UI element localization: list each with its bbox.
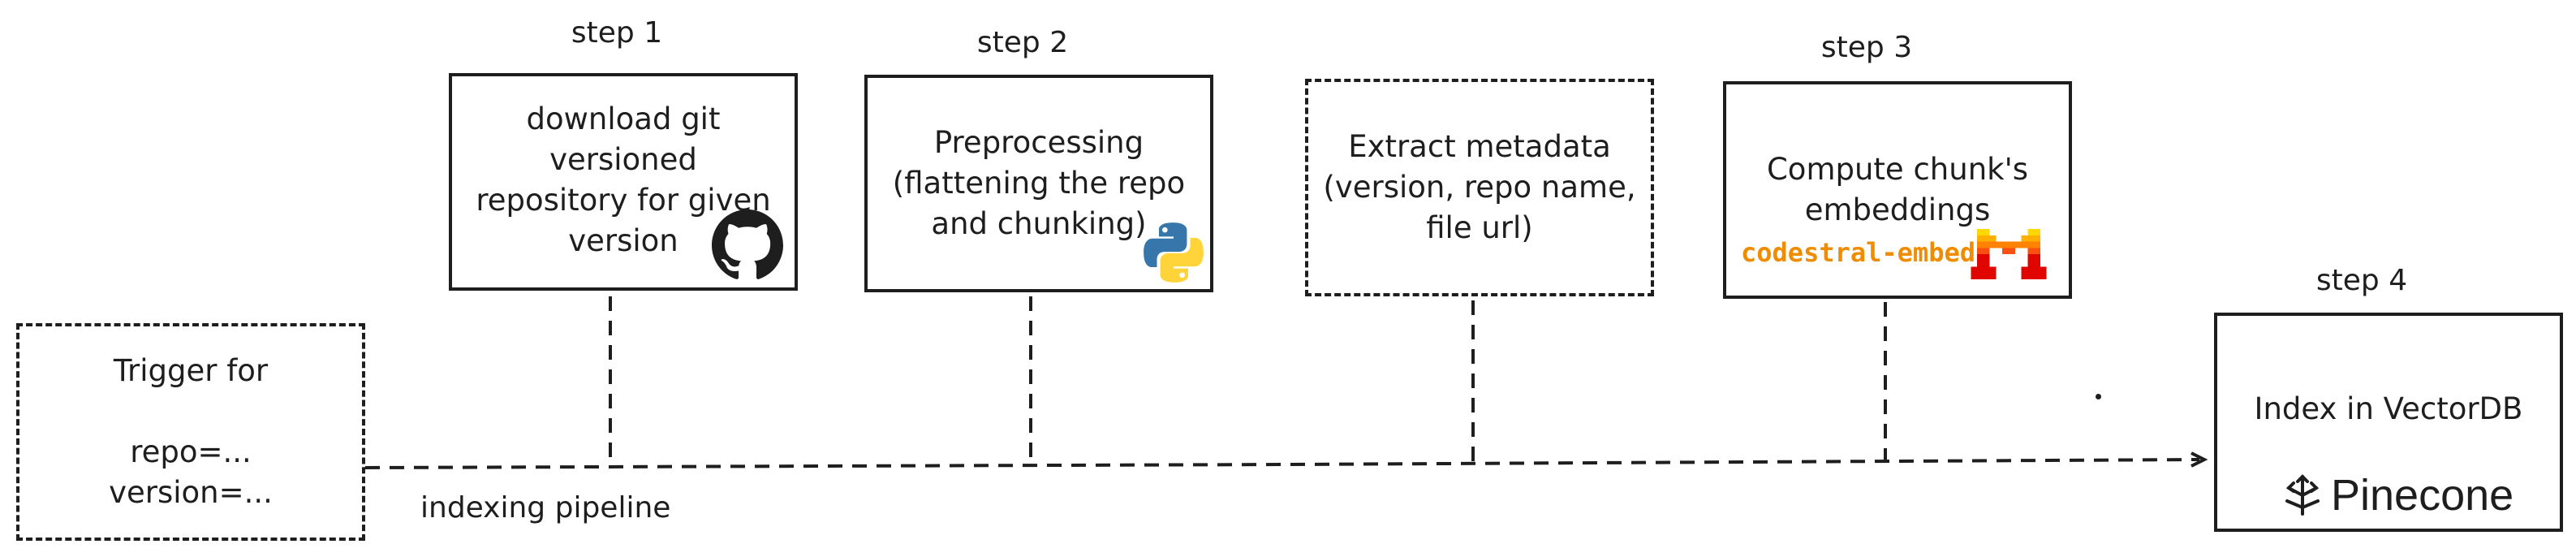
- step-2-label: step 2: [976, 26, 1069, 59]
- download-repo-box: download git versioned repository for gi…: [449, 73, 798, 291]
- preprocessing-box: Preprocessing (flattening the repo and c…: [864, 75, 1213, 292]
- extract-metadata-box: Extract metadata (version, repo name, fi…: [1305, 79, 1654, 296]
- embeddings-box: Compute chunk's embeddings codestral-emb…: [1723, 81, 2072, 299]
- step-4-label: step 4: [2315, 264, 2408, 297]
- python-icon: [1144, 222, 1204, 283]
- pinecone-icon: [2285, 474, 2320, 516]
- step-3-label: step 3: [1820, 31, 1913, 64]
- pinecone-wordmark: Pinecone: [2331, 471, 2514, 520]
- pipeline-label: indexing pipeline: [420, 491, 671, 525]
- index-vectordb-text: Index in VectorDB: [2254, 391, 2523, 426]
- preprocessing-text: Preprocessing (flattening the repo and c…: [892, 125, 1186, 241]
- trigger-title: Trigger for: [113, 353, 269, 388]
- step-1-label: step 1: [571, 16, 663, 50]
- download-repo-text: download git versioned repository for gi…: [476, 101, 771, 258]
- pipeline-main-line: [364, 458, 2200, 469]
- extract-metadata-text: Extract metadata (version, repo name, fi…: [1323, 129, 1636, 245]
- pinecone-logo: Pinecone: [2282, 470, 2514, 520]
- stray-dot: [2096, 394, 2101, 399]
- trigger-version: version=...: [109, 475, 273, 510]
- model-name: codestral-embed: [1741, 237, 1975, 268]
- pipeline-arrowhead: [2190, 451, 2208, 468]
- index-vectordb-box: Index in VectorDB Pinecone: [2214, 313, 2563, 532]
- mistral-icon: [1971, 229, 2047, 280]
- github-icon: [712, 209, 783, 279]
- embeddings-text: Compute chunk's embeddings: [1766, 152, 2029, 227]
- trigger-box: Trigger for repo=... version=...: [16, 323, 365, 541]
- trigger-repo: repo=...: [130, 434, 252, 469]
